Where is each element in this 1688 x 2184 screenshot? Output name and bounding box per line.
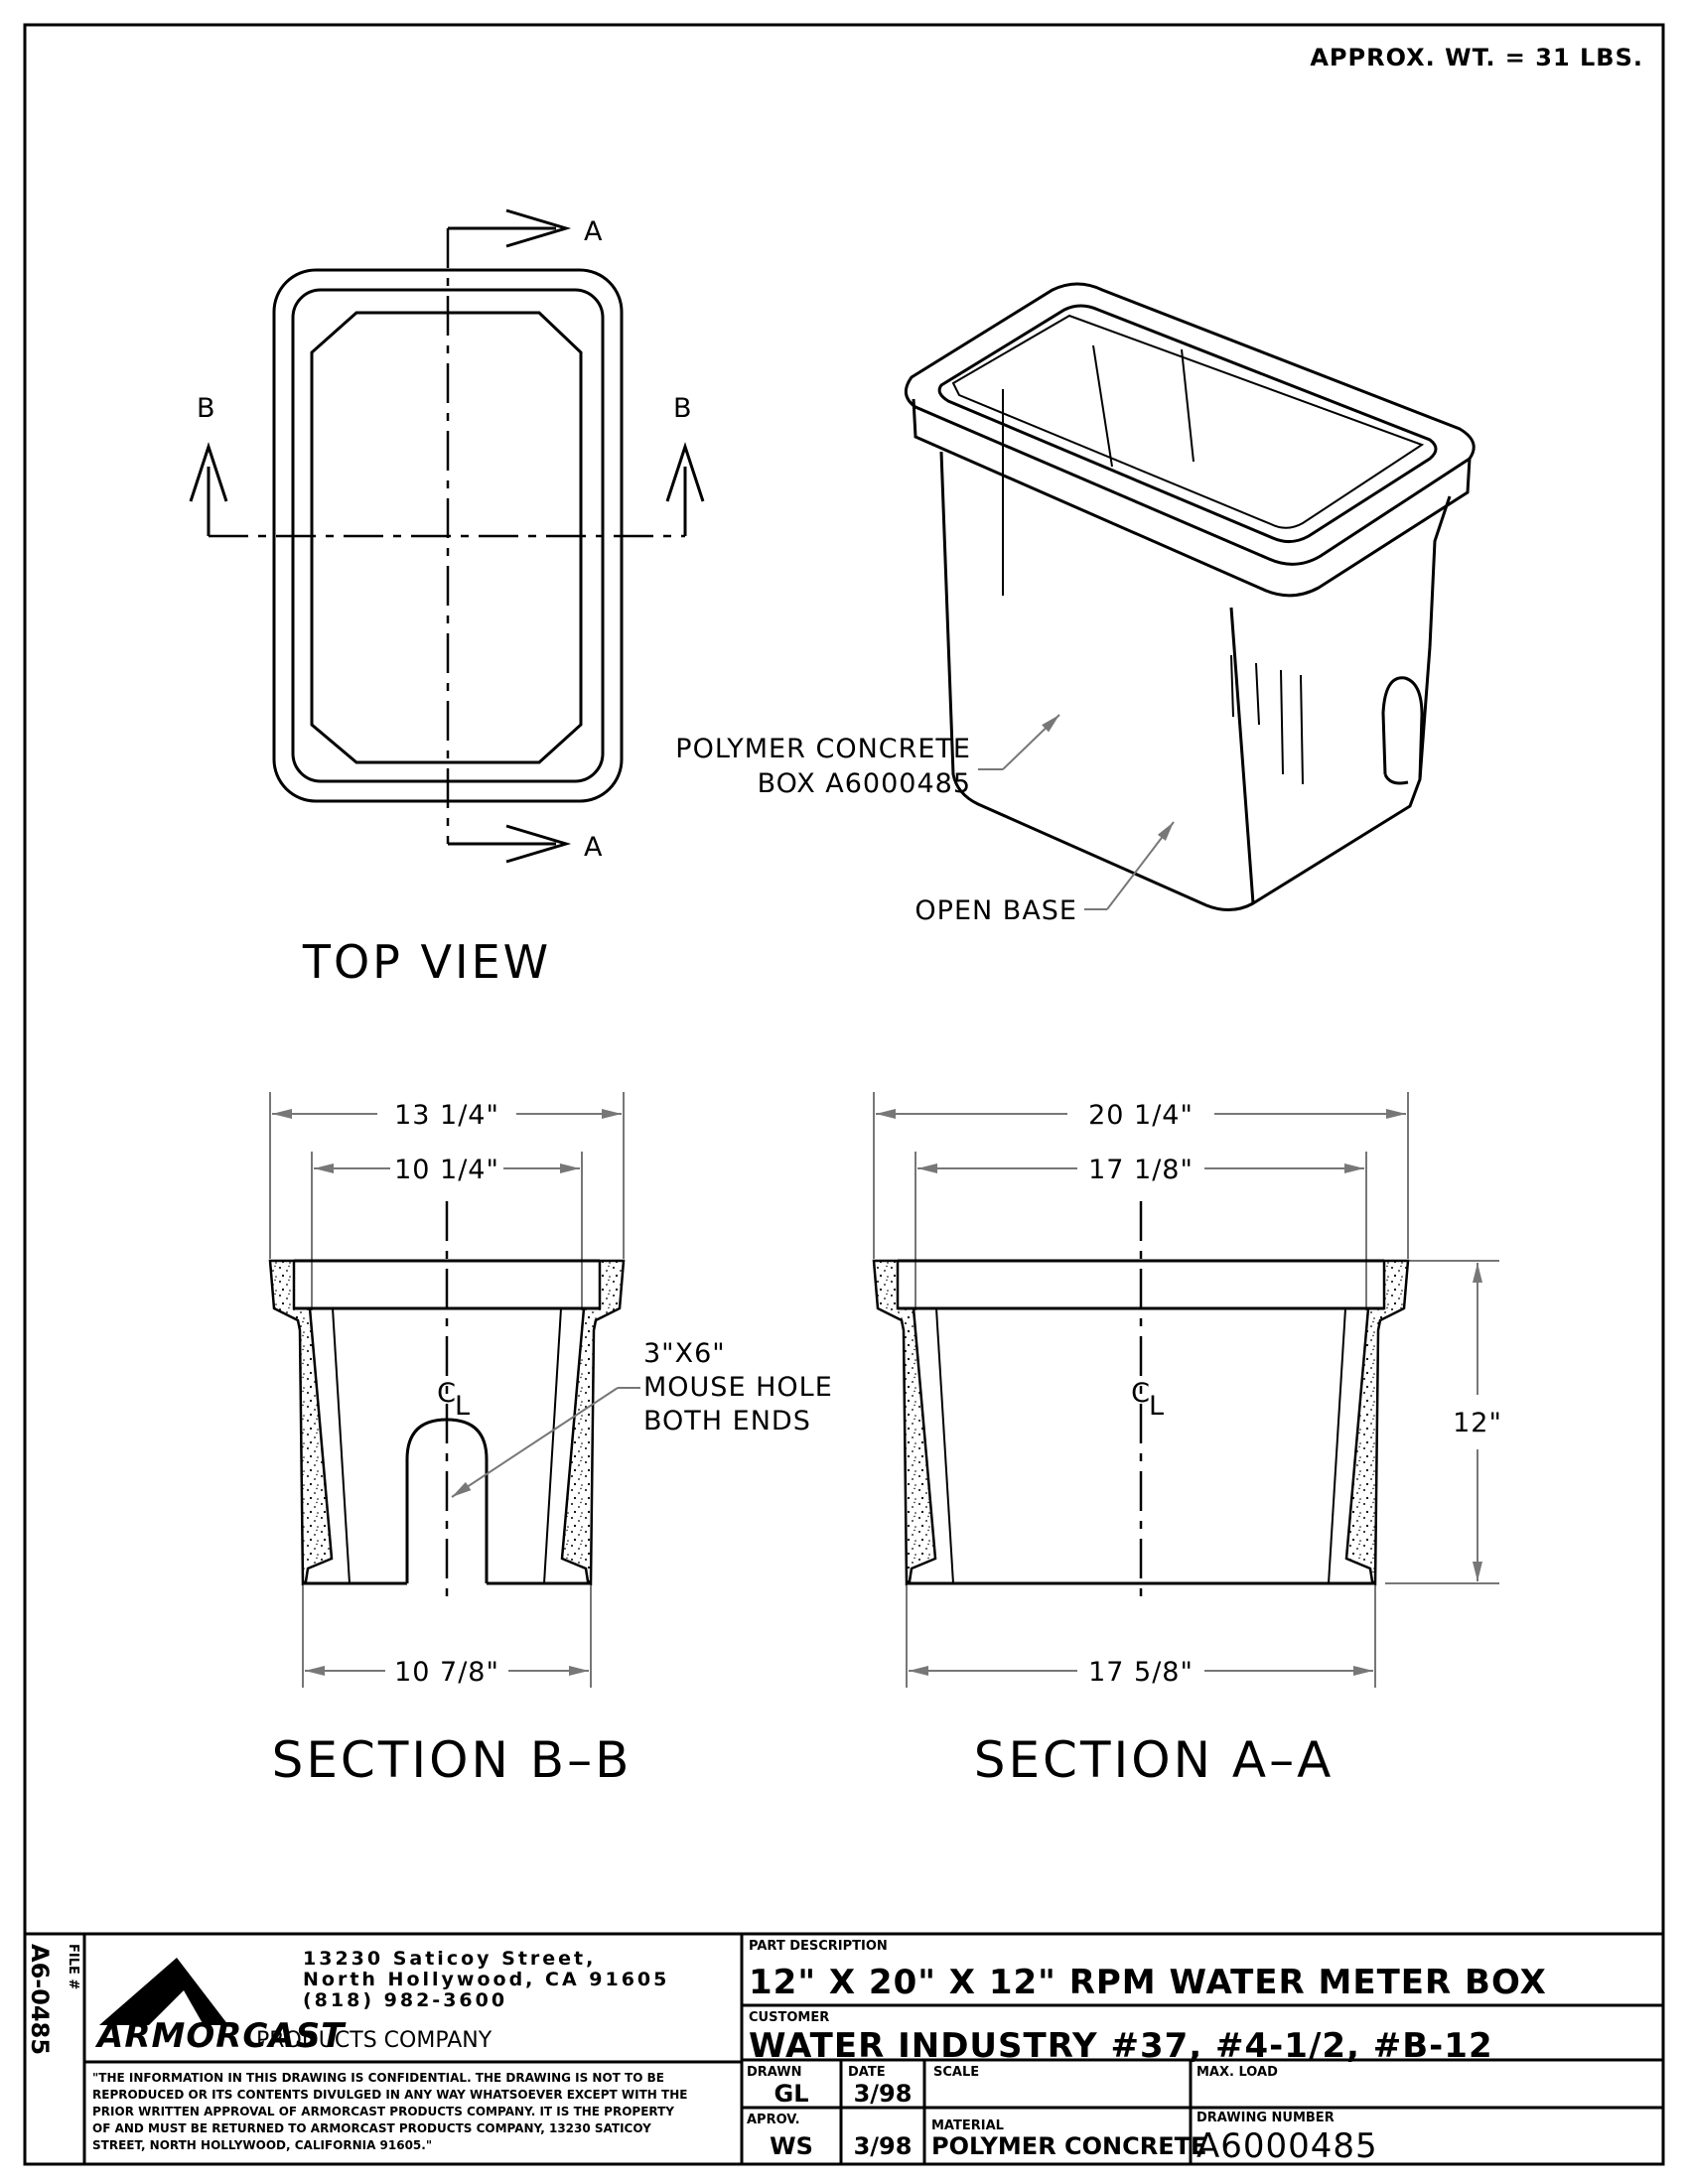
top-view-opening [310, 311, 583, 764]
aa-centerline-l: L [1149, 1391, 1165, 1422]
material-value: POLYMER CONCRETE [931, 2132, 1206, 2160]
callout-mouse-hole-line2: MOUSE HOLE [643, 1372, 833, 1403]
callout-mouse-hole-line3: BOTH ENDS [643, 1406, 811, 1436]
dim-bb-top-outer: 13 1/4" [394, 1100, 499, 1131]
confidential-line-1: "THE INFORMATION IN THIS DRAWING IS CONF… [92, 2071, 664, 2085]
aa-right-wall [1344, 1259, 1410, 1586]
section-marker-a-top: A [584, 216, 603, 247]
drawing-number: A6000485 [1196, 2126, 1378, 2166]
customer: WATER INDUSTRY #37, #4-1/2, #B-12 [749, 2026, 1493, 2066]
drawing-number-label: DRAWING NUMBER [1196, 2111, 1335, 2125]
confidential-line-2: REPRODUCED OR ITS CONTENTS DIVULGED IN A… [92, 2088, 687, 2102]
armorcast-logo-icon [99, 1958, 228, 2025]
aa-left-wall [872, 1259, 937, 1586]
section-marker-b-right: B [673, 393, 693, 424]
company-brand: ARMORCAST [94, 2016, 347, 2056]
dim-aa-top-outer: 20 1/4" [1088, 1100, 1194, 1131]
top-view: A A B B TOP VIEW [189, 208, 705, 989]
callout-mouse-hole-line1: 3"X6" [643, 1338, 726, 1369]
aprov-label: APROV. [747, 2113, 800, 2127]
address-line3: (818) 982-3600 [303, 1989, 507, 2011]
section-bb: 13 1/4" 10 1/4" 10 7/8" C L 3"X6" MOUSE … [268, 1092, 833, 1789]
address-line2: North Hollywood, CA 91605 [303, 1969, 669, 1990]
bb-right-wall [560, 1259, 626, 1586]
max-load-label: MAX. LOAD [1196, 2065, 1278, 2080]
dim-bb-bottom: 10 7/8" [394, 1657, 499, 1688]
company-rest: PRODUCTS COMPANY [256, 2028, 492, 2053]
iso-inner-lip [937, 304, 1438, 543]
bb-centerline-l: L [455, 1391, 471, 1422]
weight-note: APPROX. WT. = 31 LBS. [1310, 44, 1643, 71]
bb-centerline-c: C [437, 1378, 457, 1409]
file-label: FILE # [66, 1944, 80, 1989]
dim-bb-top-inner: 10 1/4" [394, 1155, 499, 1185]
drawn-value: GL [774, 2080, 809, 2108]
iso-body [939, 451, 1432, 911]
section-aa-title: SECTION A–A [974, 1731, 1335, 1789]
dim-aa-top-inner: 17 1/8" [1088, 1155, 1194, 1185]
confidential-line-3: PRIOR WRITTEN APPROVAL OF ARMORCAST PROD… [92, 2105, 674, 2118]
part-description-label: PART DESCRIPTION [749, 1939, 888, 1954]
callout-box-line1: POLYMER CONCRETE [675, 734, 971, 764]
confidential-line-5: STREET, NORTH HOLLYWOOD, CALIFORNIA 9160… [92, 2138, 432, 2152]
section-bb-title: SECTION B–B [272, 1731, 633, 1789]
callout-open-base: OPEN BASE [914, 895, 1077, 926]
isometric-view: POLYMER CONCRETE BOX A6000485 OPEN BASE [675, 282, 1476, 926]
file-number: A6-0485 [26, 1944, 54, 2055]
iso-mouse-hole [1381, 676, 1424, 785]
section-aa: 20 1/4" 17 1/8" 17 5/8" 12" C L SECTION … [872, 1092, 1502, 1789]
callout-box-line2: BOX A6000485 [758, 768, 971, 799]
address-line1: 13230 Saticoy Street, [303, 1948, 596, 1970]
aa-centerline-c: C [1131, 1378, 1151, 1409]
top-view-title: TOP VIEW [302, 935, 551, 989]
section-marker-b-left: B [197, 393, 216, 424]
material-label: MATERIAL [931, 2118, 1004, 2133]
aprov-value: WS [770, 2132, 813, 2160]
date-label: DATE [848, 2065, 886, 2080]
drawn-label: DRAWN [747, 2065, 802, 2080]
customer-label: CUSTOMER [749, 2010, 829, 2025]
aprov-date: 3/98 [854, 2132, 913, 2160]
dim-aa-height: 12" [1453, 1408, 1502, 1438]
part-description: 12" X 20" X 12" RPM WATER METER BOX [749, 1963, 1547, 2002]
date-value: 3/98 [854, 2080, 913, 2108]
bb-left-wall [268, 1259, 334, 1586]
confidential-line-4: OF AND MUST BE RETURNED TO ARMORCAST PRO… [92, 2121, 651, 2135]
title-block: FILE # A6-0485 ARMORCAST PRODUCTS COMPAN… [23, 1932, 1665, 2166]
scale-label: SCALE [933, 2065, 979, 2080]
section-marker-a-bottom: A [584, 832, 603, 863]
dim-aa-bottom: 17 5/8" [1088, 1657, 1194, 1688]
